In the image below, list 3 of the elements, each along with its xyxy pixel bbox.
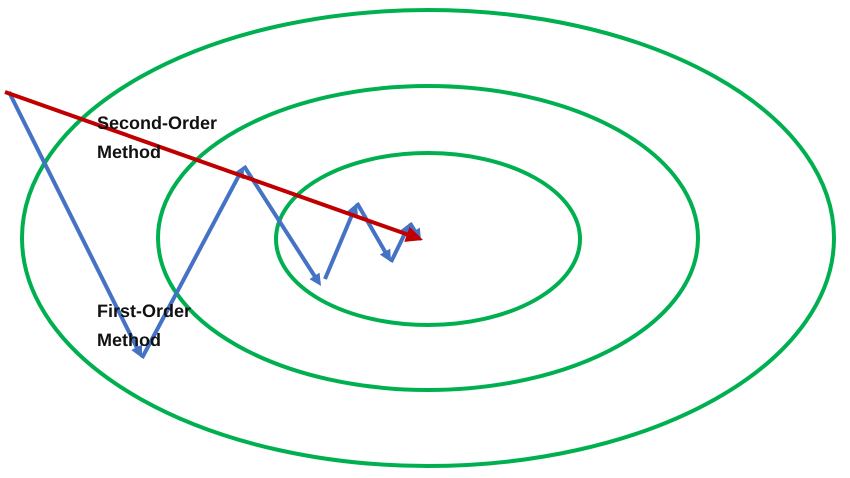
contour-ellipse xyxy=(20,8,836,468)
method-label: Second-Order Method xyxy=(97,112,218,164)
contour-ellipse xyxy=(274,151,582,327)
